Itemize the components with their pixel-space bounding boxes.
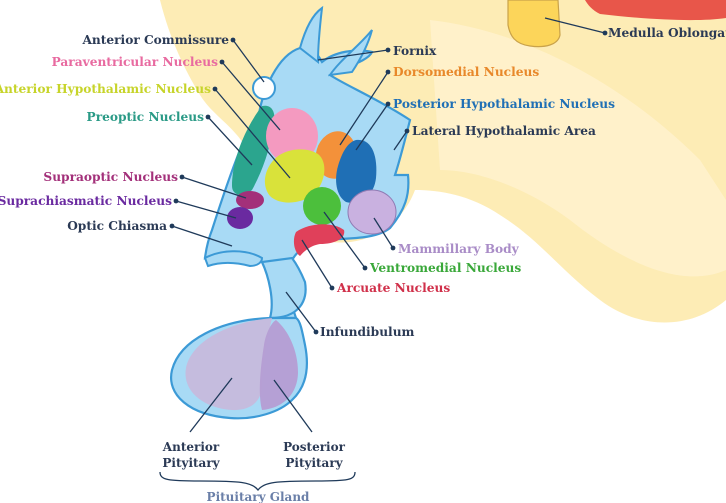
label-preoptic-nucleus: Preoptic Nucleus	[87, 110, 205, 124]
dot-dorsomedial	[386, 70, 391, 75]
label-anterior-hypothalamic-nucleus: Anterior Hypothalamic Nucleus	[0, 82, 211, 96]
dot-ventromedial	[363, 266, 368, 271]
label-anterior-commissure: Anterior Commissure	[81, 33, 229, 47]
label-anterior-pituitary-line2: Pityitary	[162, 456, 220, 470]
label-optic-chiasma: Optic Chiasma	[67, 219, 167, 233]
label-supraoptic-nucleus: Supraoptic Nucleus	[43, 170, 178, 184]
label-mammillary-body: Mammillary Body	[398, 242, 520, 256]
dot-optic-chiasma	[170, 224, 175, 229]
pituitary-brace	[160, 472, 355, 490]
dot-anterior-commissure	[231, 38, 236, 43]
label-lateral-hypothalamic-area: Lateral Hypothalamic Area	[412, 124, 596, 138]
label-pituitary-gland: Pituitary Gland	[207, 490, 311, 503]
label-posterior-hypothalamic-nucleus: Posterior Hypothalamic Nucleus	[393, 97, 615, 111]
label-posterior-pituitary-line2: Pityitary	[285, 456, 343, 470]
medulla-oblongata	[508, 0, 560, 47]
suprachiasmatic-nucleus-shape	[227, 207, 253, 229]
label-medulla-oblongata: Medulla Oblongata	[608, 26, 726, 40]
pituitary-gland	[171, 318, 307, 418]
leader-arcuate	[302, 240, 332, 288]
label-infundibulum: Infundibulum	[320, 325, 415, 339]
dot-medulla	[603, 31, 608, 36]
label-suprachiasmatic-nucleus: Suprachiasmatic Nucleus	[0, 194, 172, 208]
label-anterior-pituitary-line1: Anterior	[162, 440, 220, 454]
dot-supraoptic	[180, 175, 185, 180]
dot-mammillary	[391, 246, 396, 251]
label-posterior-pituitary-line1: Posterior	[283, 440, 346, 454]
medulla-oblongata-shape	[508, 0, 560, 47]
label-ventromedial-nucleus: Ventromedial Nucleus	[369, 261, 521, 275]
supraoptic-nucleus-shape	[236, 191, 264, 209]
label-dorsomedial-nucleus: Dorsomedial Nucleus	[393, 65, 539, 79]
label-fornix: Fornix	[393, 44, 437, 58]
dot-suprachiasmatic	[174, 199, 179, 204]
dot-preoptic	[206, 115, 211, 120]
dot-anterior-hypothalamic	[213, 87, 218, 92]
dot-posterior-hypothalamic	[386, 102, 391, 107]
ventromedial-nucleus-shape	[303, 187, 341, 225]
mammillary-body-shape	[348, 190, 396, 234]
label-arcuate-nucleus: Arcuate Nucleus	[336, 281, 450, 295]
anterior-pituitary-lobe	[185, 318, 272, 410]
optic-chiasma-shape	[205, 251, 262, 266]
dot-lateral-hypothalamic	[405, 129, 410, 134]
anterior-commissure-shape	[253, 77, 275, 99]
dot-arcuate	[330, 286, 335, 291]
label-paraventricular-nucleus: Paraventricular Nucleus	[52, 55, 219, 69]
dot-fornix	[386, 48, 391, 53]
dot-infundibulum	[314, 330, 319, 335]
dot-paraventricular	[220, 60, 225, 65]
